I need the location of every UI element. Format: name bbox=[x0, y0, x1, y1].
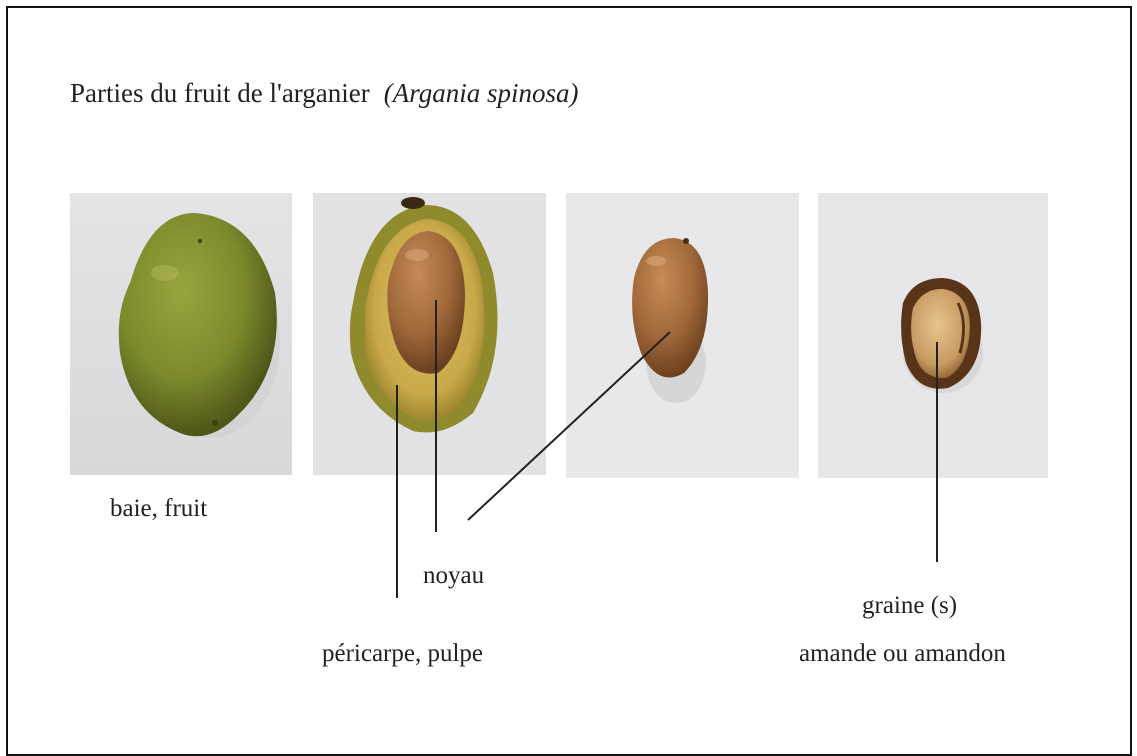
label-amande: amande ou amandon bbox=[799, 640, 1006, 668]
label-pericarpe: péricarpe, pulpe bbox=[322, 640, 483, 668]
label-noyau: noyau bbox=[423, 562, 484, 590]
label-graine: graine (s) bbox=[862, 592, 957, 620]
leader-line-noyau-nut bbox=[468, 332, 670, 520]
label-fruit: baie, fruit bbox=[110, 495, 207, 523]
